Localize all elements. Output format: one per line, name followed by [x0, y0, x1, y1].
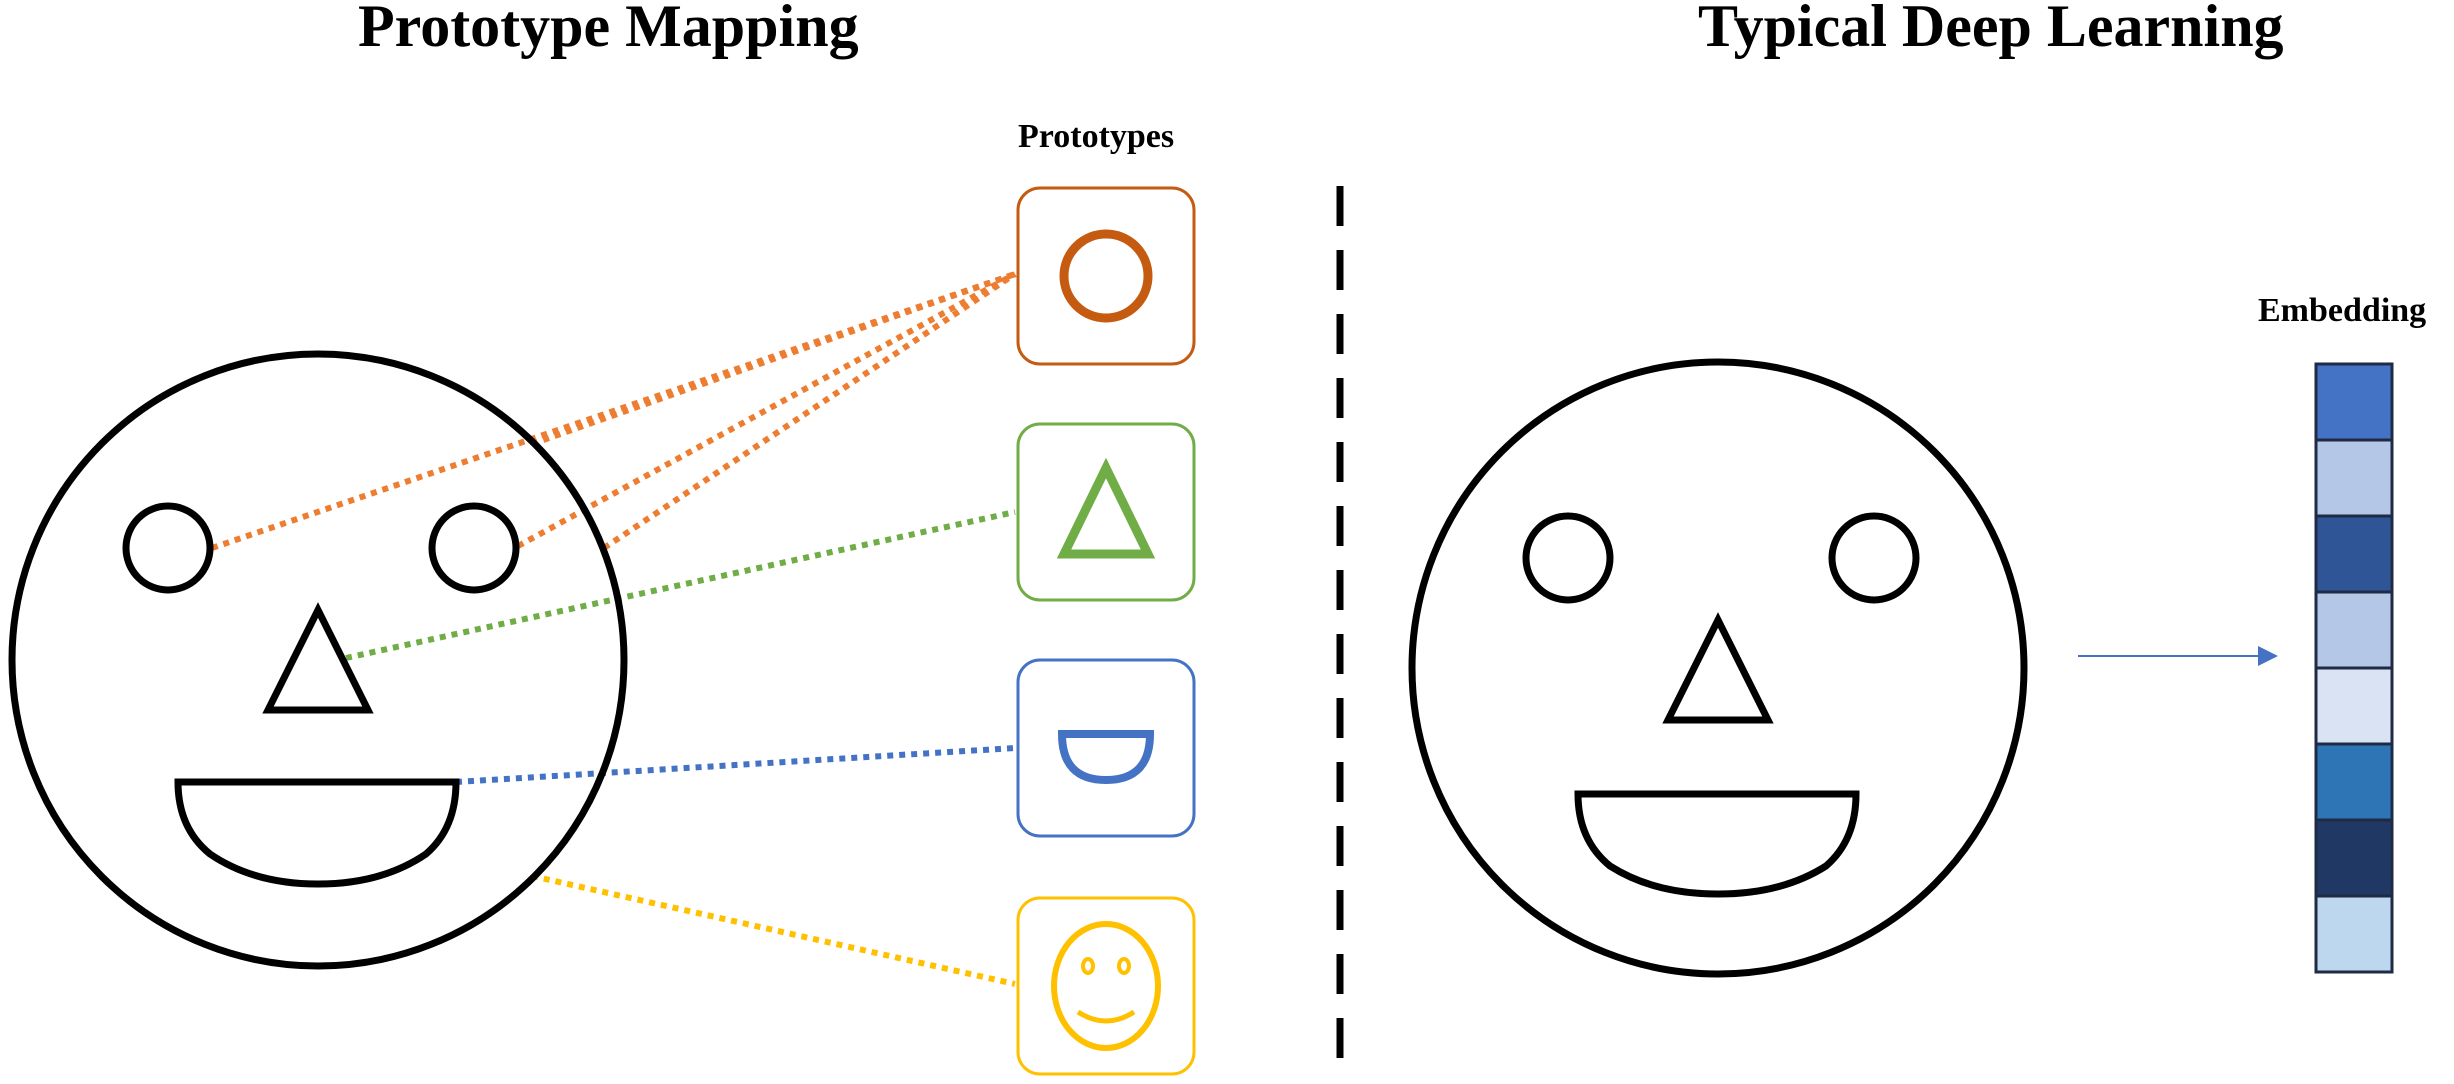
- prototype-face-left-eye: [1081, 957, 1095, 975]
- left-face-left-eye: [122, 502, 214, 594]
- connector-right-eye-circle: [516, 271, 1017, 549]
- prototype-circle-box: [1016, 186, 1196, 366]
- connector-left-eye-circle: [211, 271, 1016, 551]
- right-title: Typical Deep Learning: [1698, 0, 2284, 59]
- left-face-right-eye: [428, 502, 520, 594]
- prototypes-label: Prototypes: [1018, 118, 1175, 155]
- embedding-cell: [2314, 742, 2394, 822]
- embedding-cell: [2314, 590, 2394, 670]
- right-face-left-eye: [1522, 512, 1614, 604]
- left-face-mouth: [174, 778, 460, 888]
- right-face-nose: [1662, 612, 1774, 724]
- prototype-halfdisc-box: [1016, 658, 1196, 838]
- right-face-right-eye: [1828, 512, 1920, 604]
- left-face: [8, 350, 628, 970]
- right-face-outline: [1408, 358, 2028, 978]
- prototype-triangle-icon: [1056, 457, 1156, 559]
- connector-mouth-halfdisc: [455, 745, 1016, 785]
- embedding-cell: [2314, 514, 2394, 594]
- prototype-face-smile: [1076, 1009, 1136, 1024]
- right-face: [1408, 358, 2028, 978]
- embedding-cell: [2314, 438, 2394, 518]
- connector-face-edge-circle-a: [602, 271, 1017, 551]
- connector-face-edge-circle-b: [531, 271, 1016, 447]
- connector-face-outline: [531, 873, 1016, 987]
- left-face-nose: [262, 602, 374, 714]
- prototype-face-box: [1016, 896, 1196, 1076]
- prototype-circle-icon: [1059, 229, 1153, 323]
- right-face-mouth: [1574, 790, 1860, 898]
- connector-nose-triangle: [345, 509, 1016, 661]
- prototype-face-right-eye: [1117, 957, 1131, 975]
- prototype-face-icon: [1051, 921, 1161, 1051]
- embedding-cell: [2314, 894, 2394, 974]
- embedding-cell: [2314, 666, 2394, 746]
- prototype-triangle-box: [1016, 422, 1196, 602]
- prototype-halfdisc-icon: [1057, 730, 1155, 785]
- embedding-vector: [2314, 362, 2394, 974]
- left-title: Prototype Mapping: [358, 0, 859, 59]
- embedding-label: Embedding: [2258, 292, 2427, 329]
- embedding-cell: [2314, 818, 2394, 898]
- embedding-cell: [2314, 362, 2394, 442]
- left-face-outline: [8, 350, 628, 970]
